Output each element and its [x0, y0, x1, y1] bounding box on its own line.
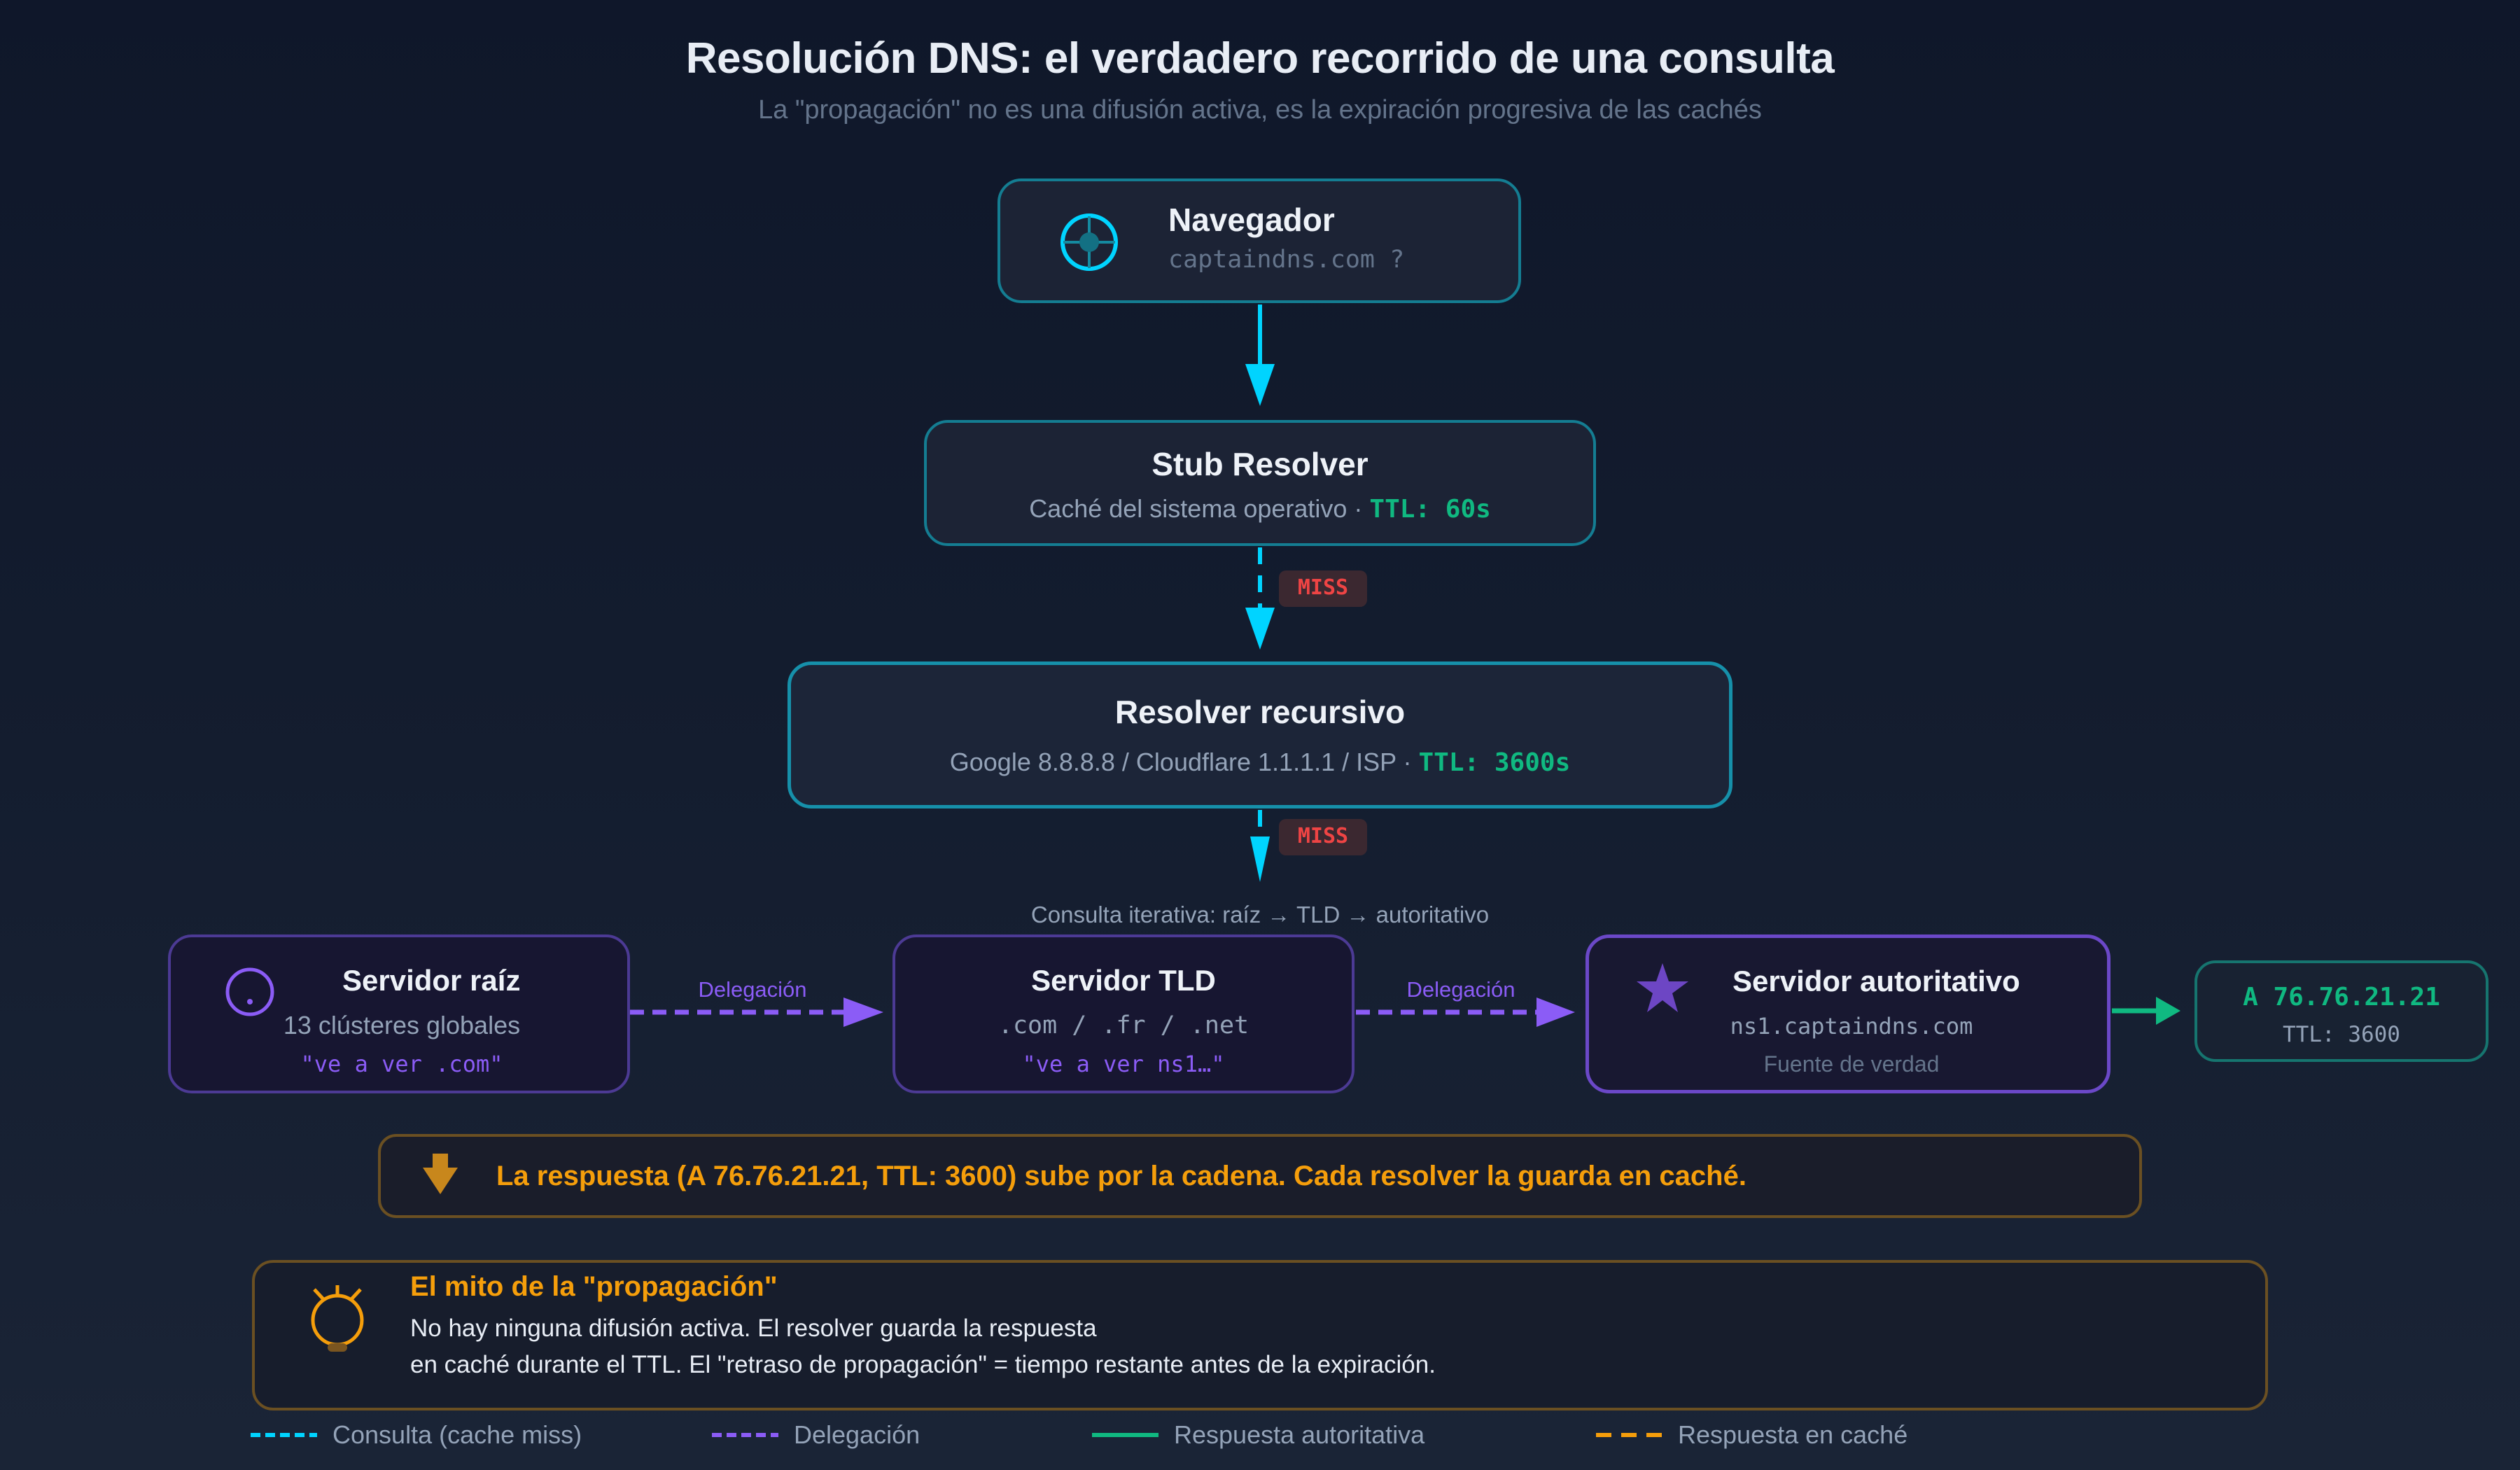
recursive-ttl: TTL: 3600s: [1418, 748, 1571, 777]
myth-callout: El mito de la "propagación" No hay ningu…: [252, 1260, 2268, 1410]
auth-title: Servidor autoritativo: [1732, 965, 2020, 997]
node-recursive-resolver[interactable]: Resolver recursivo Google 8.8.8.8 / Clou…: [788, 662, 1732, 808]
recursive-desc: Google 8.8.8.8 / Cloudflare 1.1.1.1 / IS…: [791, 748, 1729, 777]
tld-desc: .com / .fr / .net: [997, 1011, 1250, 1040]
delegation-label-2: Delegación: [1406, 977, 1516, 1002]
browser-query: captaindns.com ?: [1168, 246, 1405, 274]
edge-auth-answer: [2112, 997, 2180, 1025]
answer-ttl: TTL: 3600: [2283, 1022, 2400, 1047]
node-answer-record[interactable]: A 76.76.21.21 TTL: 3600: [2194, 960, 2488, 1062]
miss-badge-2: MISS: [1279, 819, 1367, 855]
page-title: Resolución DNS: el verdadero recorrido d…: [685, 34, 1835, 83]
legend-item-cached: Respuesta en caché: [1596, 1420, 1908, 1449]
browser-title: Navegador: [1168, 202, 1335, 238]
edge-root-tld: [630, 997, 883, 1027]
answer-record: A 76.76.21.21: [2243, 983, 2440, 1011]
myth-title: El mito de la "propagación": [410, 1271, 778, 1302]
auth-desc: ns1.captaindns.com: [1730, 1013, 1973, 1040]
edge-recursive-iterative: [1250, 810, 1270, 882]
tld-quote: "ve a ver ns1…": [1022, 1051, 1225, 1077]
stub-desc-text: Caché del sistema operativo ·: [1029, 494, 1370, 523]
legend-item-query: Consulta (cache miss): [251, 1420, 582, 1449]
arrow-down-icon: [423, 1154, 458, 1194]
legend-label: Respuesta en caché: [1678, 1420, 1908, 1449]
myth-line-2: en caché durante el TTL. El "retraso de …: [410, 1351, 1436, 1378]
crosshair-icon: [1060, 214, 1118, 271]
recursive-desc-text: Google 8.8.8.8 / Cloudflare 1.1.1.1 / IS…: [949, 748, 1419, 776]
legend-dashed-cyan-icon: [251, 1433, 317, 1437]
node-tld-server[interactable]: Servidor TLD .com / .fr / .net "ve a ver…: [892, 934, 1354, 1093]
tld-title: Servidor TLD: [1031, 964, 1216, 997]
star-icon: [1637, 963, 1688, 1012]
iterative-label: Consulta iterativa: raíz → TLD → autorit…: [1030, 902, 1490, 927]
edge-stub-recursive: [1245, 547, 1275, 650]
recursive-title: Resolver recursivo: [1114, 694, 1406, 730]
auth-note: Fuente de verdad: [1763, 1051, 1940, 1077]
miss-badge-1: MISS: [1279, 570, 1367, 607]
legend-solid-green-icon: [1092, 1433, 1158, 1437]
stub-desc: Caché del sistema operativo · TTL: 60s: [927, 494, 1593, 524]
root-desc: 13 clústeres globales: [283, 1011, 521, 1040]
response-text: La respuesta (A 76.76.21.21, TTL: 3600) …: [496, 1161, 1746, 1191]
stub-title: Stub Resolver: [1152, 446, 1368, 482]
lightbulb-icon: [311, 1285, 364, 1352]
node-root-server[interactable]: Servidor raíz 13 clústeres globales "ve …: [168, 934, 630, 1093]
response-bar: La respuesta (A 76.76.21.21, TTL: 3600) …: [378, 1134, 2142, 1218]
node-browser[interactable]: Navegador captaindns.com ?: [997, 178, 1521, 303]
node-authoritative-server[interactable]: Servidor autoritativo ns1.captaindns.com…: [1586, 934, 2110, 1093]
legend-item-authoritative: Respuesta autoritativa: [1092, 1420, 1425, 1449]
myth-line-1: No hay ninguna difusión activa. El resol…: [410, 1315, 1097, 1342]
stub-ttl: TTL: 60s: [1369, 495, 1491, 524]
legend-item-delegation: Delegación: [712, 1420, 920, 1449]
legend-label: Consulta (cache miss): [332, 1420, 582, 1449]
legend-label: Respuesta autoritativa: [1174, 1420, 1425, 1449]
root-title: Servidor raíz: [342, 964, 521, 997]
delegation-label-1: Delegación: [698, 977, 807, 1002]
legend-dashed-orange-icon: [1596, 1433, 1662, 1437]
page-subtitle: La "propagación" no es una difusión acti…: [758, 95, 1762, 125]
edge-browser-stub: [1245, 304, 1275, 406]
edge-tld-auth: [1356, 997, 1575, 1027]
legend-label: Delegación: [794, 1420, 920, 1449]
node-stub-resolver[interactable]: Stub Resolver Caché del sistema operativ…: [924, 420, 1596, 546]
legend-dashed-purple-icon: [712, 1433, 778, 1437]
root-quote: "ve a ver .com": [300, 1051, 503, 1077]
root-dot-icon: [225, 967, 274, 1016]
